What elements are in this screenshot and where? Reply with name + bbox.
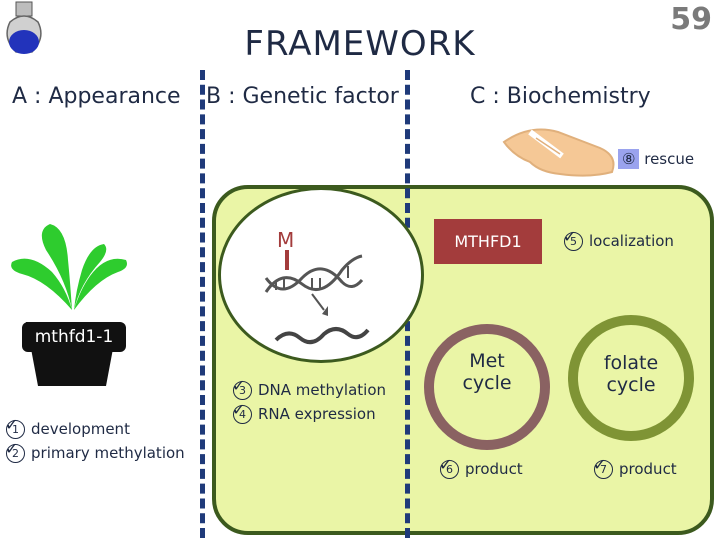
check-circle-icon: ✓7: [593, 456, 613, 479]
check-circle-icon: ✓4: [232, 401, 252, 424]
plant-label: mthfd1-1: [22, 322, 126, 352]
section-c-label: C : Biochemistry: [470, 84, 651, 109]
section-b-label: B : Genetic factor: [206, 84, 399, 109]
plant-icon: [11, 224, 127, 386]
check-circle-icon: ✓6: [439, 456, 459, 479]
gene-box-mthfd1: MTHFD1: [434, 219, 542, 264]
rna-strand-icon: [274, 327, 370, 345]
check-circle-icon: ✓5: [563, 228, 583, 251]
nucleus: [218, 187, 424, 363]
check-circle-icon: ✓3: [232, 377, 252, 400]
divider-ab: [200, 70, 205, 538]
rescue-label: ⑧ rescue: [618, 149, 694, 169]
slide-number: 59: [670, 2, 712, 37]
mutation-marker: M: [277, 228, 295, 252]
dna-helix-icon: [264, 250, 364, 316]
check-circle-icon: ✓1: [5, 416, 25, 439]
folate-cycle-ring: [568, 315, 694, 441]
check-circle-icon: ✓2: [5, 440, 25, 463]
section-a-label: A : Appearance: [12, 84, 181, 109]
hand-icon: [502, 128, 615, 177]
lightbulb-icon: [6, 1, 42, 54]
slide-title: FRAMEWORK: [244, 24, 476, 64]
met-cycle-ring: [424, 324, 550, 450]
